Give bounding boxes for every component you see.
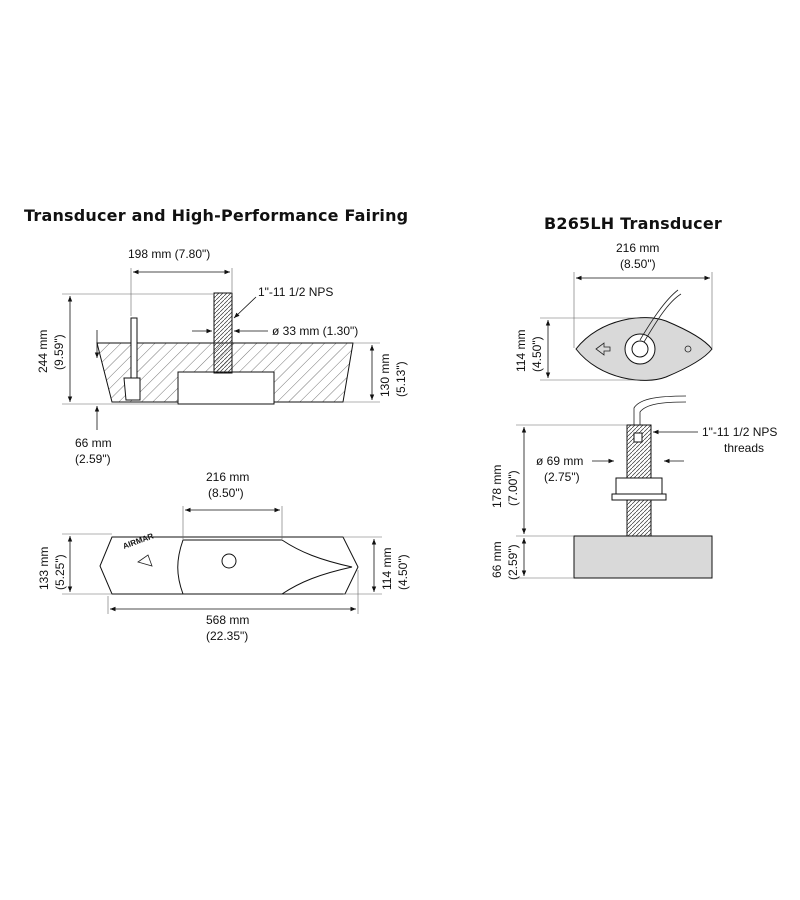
total-height-in: (9.59") [52, 334, 66, 370]
b265-body-side [573, 535, 713, 579]
fairing-bottom-view: AIRMAR 216 mm (8.50") 133 mm (5.25") 114… [37, 470, 410, 643]
b265lh-bottom-view: 216 mm (8.50") 114 mm (4.50") [514, 241, 713, 381]
airmar-logo-icon [137, 554, 153, 567]
fairing-height-in: (5.13") [394, 361, 408, 397]
nut-diameter-mm: ø 69 mm [536, 454, 583, 468]
washer [611, 493, 667, 501]
depth-in: (2.59") [75, 452, 111, 466]
fairing-spacing-label: 198 mm (7.80") [128, 247, 210, 261]
transducer-body-side [177, 371, 275, 405]
b265-depth-in: (2.59") [506, 544, 520, 580]
shaft-diameter-label: ø 33 mm (1.30") [272, 324, 358, 338]
b265-width-mm: 114 mm [514, 330, 528, 372]
fairing-side-view: 198 mm (7.80") 1"-11 1/2 NPS ø 33 mm (1.… [36, 247, 408, 466]
fairing-length-mm: 568 mm [206, 613, 249, 627]
arrow-icon [595, 342, 611, 356]
total-height-mm: 244 mm [36, 330, 50, 373]
fairing-height-mm: 130 mm [378, 354, 392, 397]
face-width-in: (4.50") [396, 554, 410, 590]
face-width-mm: 114 mm [380, 548, 394, 590]
face-length-in: (8.50") [208, 486, 244, 500]
transducer-diagram-title: B265LH Transducer [544, 214, 722, 233]
b265-depth-mm: 66 mm [490, 541, 504, 578]
b265-length-mm: 216 mm [616, 241, 659, 255]
b265lh-side-view: 1"-11 1/2 NPS threads ø 69 mm (2.75") 17… [490, 395, 777, 580]
b265-thread-label-2: threads [724, 441, 764, 455]
b265-thread-label: 1"-11 1/2 NPS [702, 425, 777, 439]
b265-width-in: (4.50") [530, 336, 544, 372]
fairing-length-in: (22.35") [206, 629, 248, 643]
b265-length-in: (8.50") [620, 257, 656, 271]
b265-height-mm: 178 mm [490, 465, 504, 508]
fairing-diagram-title: Transducer and High-Performance Fairing [24, 206, 409, 225]
thread-label: 1"-11 1/2 NPS [258, 285, 333, 299]
fairing-screw [130, 317, 138, 381]
fairing-width-mm: 133 mm [37, 547, 51, 590]
transducer-face [177, 539, 353, 595]
nut-diameter-in: (2.75") [544, 470, 580, 484]
b265-height-in: (7.00") [506, 470, 520, 506]
fairing-width-in: (5.25") [53, 554, 67, 590]
hull-nut [615, 477, 663, 495]
depth-mm: 66 mm [75, 436, 112, 450]
cable [639, 289, 679, 341]
threaded-stem [213, 292, 233, 374]
face-length-mm: 216 mm [206, 470, 249, 484]
